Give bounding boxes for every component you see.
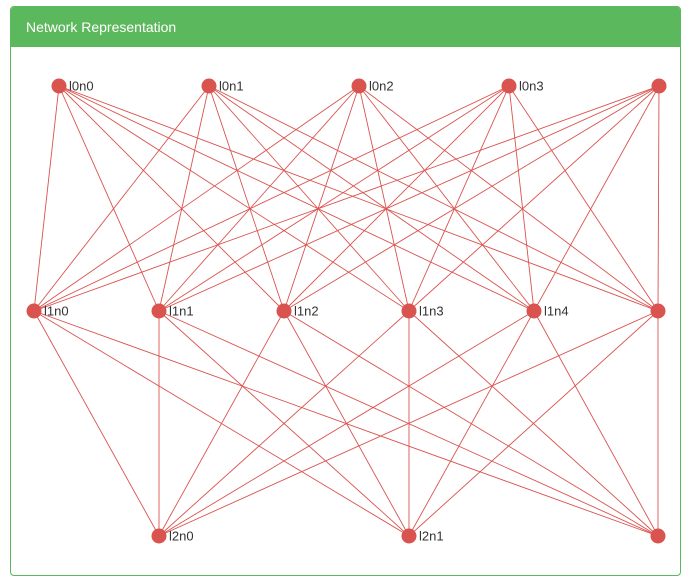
node-l0n4[interactable] — [651, 78, 667, 94]
panel-title: Network Representation — [11, 7, 680, 47]
edge-l0n0-l1n1 — [58, 85, 160, 312]
node-l2n1[interactable] — [401, 528, 417, 544]
node-l1n0[interactable] — [26, 303, 42, 319]
node-l0n3[interactable] — [501, 78, 517, 94]
node-label: l1n4 — [544, 303, 569, 318]
node-l0n2[interactable] — [351, 78, 367, 94]
edge-l0n3-l1n4 — [508, 85, 535, 312]
edge-l0n3-l1n5 — [508, 85, 659, 312]
node-l1n3[interactable] — [401, 303, 417, 319]
edge-l1n4-l2n1 — [408, 310, 535, 537]
node-label: l0n0 — [69, 78, 94, 93]
edge-l0n1-l1n3 — [208, 85, 410, 312]
node-label: l1n1 — [169, 303, 194, 318]
edge-l0n3-l1n0 — [33, 85, 510, 312]
edge-l0n4-l1n4 — [533, 85, 660, 312]
node-label: l0n3 — [519, 78, 544, 93]
edge-l0n4-l1n0 — [33, 85, 660, 312]
node-l2n0[interactable] — [151, 528, 167, 544]
edge-l1n0-l2n0 — [33, 310, 160, 537]
edge-l0n2-l1n1 — [158, 85, 360, 312]
edge-l0n4-l1n2 — [283, 85, 660, 312]
edge-l0n4-l1n5 — [657, 85, 660, 312]
node-l0n0[interactable] — [51, 78, 67, 94]
node-l1n1[interactable] — [151, 303, 167, 319]
edge-l1n3-l2n0 — [158, 310, 410, 537]
edge-l1n2-l2n0 — [158, 310, 285, 537]
node-label: l2n1 — [419, 528, 444, 543]
node-label: l0n1 — [219, 78, 244, 93]
edge-l0n0-l1n5 — [58, 85, 659, 312]
edge-l0n1-l1n2 — [208, 85, 285, 312]
node-label: l0n2 — [369, 78, 394, 93]
edge-l0n2-l1n5 — [358, 85, 659, 312]
edge-l0n1-l1n5 — [208, 85, 659, 312]
edge-l0n1-l1n1 — [158, 85, 210, 312]
edge-l0n2-l1n2 — [283, 85, 360, 312]
edge-l1n5-l2n1 — [408, 310, 659, 537]
edge-l0n3-l1n3 — [408, 85, 510, 312]
nodes-group: l0n0 l0n1 l0n2 l0n3 l1n0 l1n1 l1n2 l1n3 l1n4 l2n0… — [26, 78, 667, 544]
edge-l1n4-l2n2 — [533, 310, 659, 537]
edge-l0n0-l1n4 — [58, 85, 535, 312]
node-l1n5[interactable] — [650, 303, 666, 319]
node-label: l1n3 — [419, 303, 444, 318]
edge-l0n2-l1n3 — [358, 85, 410, 312]
edge-l0n0-l1n3 — [58, 85, 410, 312]
node-l0n1[interactable] — [201, 78, 217, 94]
edge-l0n4-l1n1 — [158, 85, 660, 312]
edge-l0n1-l1n4 — [208, 85, 535, 312]
edge-l0n3-l1n2 — [283, 85, 510, 312]
edge-l0n3-l1n1 — [158, 85, 510, 312]
edge-l0n2-l1n0 — [33, 85, 360, 312]
node-label: l1n0 — [44, 303, 69, 318]
node-label: l1n2 — [294, 303, 319, 318]
node-l2n2[interactable] — [650, 528, 666, 544]
node-l1n4[interactable] — [526, 303, 542, 319]
edge-l0n4-l1n3 — [408, 85, 660, 312]
node-l1n2[interactable] — [276, 303, 292, 319]
edge-l0n2-l1n4 — [358, 85, 535, 312]
edge-l0n0-l1n0 — [33, 85, 60, 312]
edge-l0n1-l1n0 — [33, 85, 210, 312]
edges-group — [33, 85, 660, 537]
edge-l1n4-l2n0 — [158, 310, 535, 537]
edge-l1n5-l2n0 — [158, 310, 659, 537]
node-label: l2n0 — [169, 528, 194, 543]
edge-l0n0-l1n2 — [58, 85, 285, 312]
